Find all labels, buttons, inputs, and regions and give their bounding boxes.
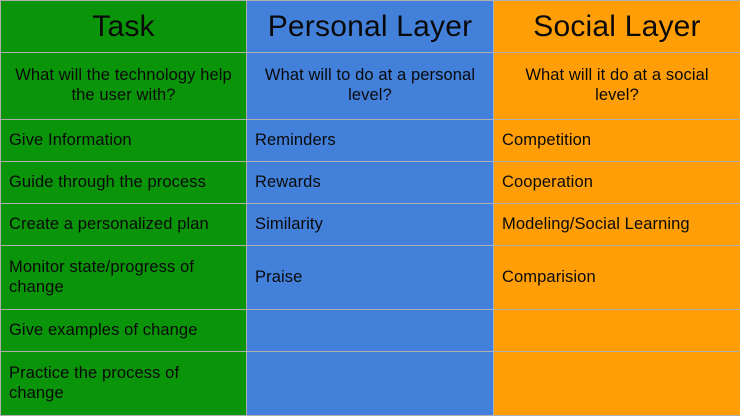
cell-task: Guide through the process: [0, 161, 247, 204]
cell-personal: Rewards: [246, 161, 494, 204]
cell-text-social: [502, 330, 732, 331]
table-row: Give Information Reminders Competition: [0, 119, 740, 162]
cell-task: Give examples of change: [0, 309, 247, 352]
cell-task: Practice the process of change: [0, 351, 247, 416]
cell-text-task: Monitor state/progress of change: [9, 257, 194, 296]
cell-text-personal: Reminders: [255, 130, 336, 149]
table-question-row: What will the technology help the user w…: [0, 52, 740, 120]
question-cell-personal-layer: What will to do at a personal level?: [246, 52, 494, 120]
cell-text-social: Cooperation: [502, 172, 593, 191]
cell-social: Comparision: [493, 245, 740, 310]
table-row: Monitor state/progress of change Praise …: [0, 245, 740, 310]
cell-personal: Reminders: [246, 119, 494, 162]
cell-text-personal: [255, 330, 485, 331]
cell-task: Create a personalized plan: [0, 203, 247, 246]
cell-text-task: Give examples of change: [9, 320, 198, 339]
question-cell-social-layer: What will it do at a social level?: [493, 52, 740, 120]
question-cell-task: What will the technology help the user w…: [0, 52, 247, 120]
cell-social: [493, 351, 740, 416]
cell-text-social: Comparision: [502, 267, 596, 286]
header-cell-social-layer: Social Layer: [493, 0, 740, 53]
cell-text-personal: Rewards: [255, 172, 321, 191]
cell-text-social: Modeling/Social Learning: [502, 214, 690, 233]
table-row: Give examples of change: [0, 309, 740, 352]
header-label-social-layer: Social Layer: [533, 9, 701, 43]
cell-text-task: Guide through the process: [9, 172, 206, 191]
cell-text-personal: [255, 383, 485, 384]
cell-social: [493, 309, 740, 352]
question-text-personal-layer: What will to do at a personal level?: [264, 66, 476, 104]
table-row: Guide through the process Rewards Cooper…: [0, 161, 740, 204]
cell-text-task: Practice the process of change: [9, 363, 180, 402]
cell-text-social: [502, 383, 732, 384]
header-cell-task: Task: [0, 0, 247, 53]
cell-personal: [246, 309, 494, 352]
question-text-task: What will the technology help the user w…: [15, 66, 232, 104]
header-cell-personal-layer: Personal Layer: [246, 0, 494, 53]
header-label-task: Task: [92, 9, 155, 43]
cell-personal: Praise: [246, 245, 494, 310]
table-header-row: Task Personal Layer Social Layer: [0, 0, 740, 53]
cell-text-personal: Similarity: [255, 214, 323, 233]
cell-task: Give Information: [0, 119, 247, 162]
question-text-social-layer: What will it do at a social level?: [525, 66, 709, 104]
cell-text-task: Create a personalized plan: [9, 214, 209, 233]
table-row: Create a personalized plan Similarity Mo…: [0, 203, 740, 246]
cell-task: Monitor state/progress of change: [0, 245, 247, 310]
table-row: Practice the process of change: [0, 351, 740, 416]
header-label-personal-layer: Personal Layer: [267, 9, 473, 43]
cell-text-social: Competition: [502, 130, 592, 149]
cell-social: Modeling/Social Learning: [493, 203, 740, 246]
cell-personal: [246, 351, 494, 416]
cell-text-personal: Praise: [255, 267, 303, 286]
cell-social: Competition: [493, 119, 740, 162]
cell-social: Cooperation: [493, 161, 740, 204]
cell-personal: Similarity: [246, 203, 494, 246]
cell-text-task: Give Information: [9, 130, 132, 149]
